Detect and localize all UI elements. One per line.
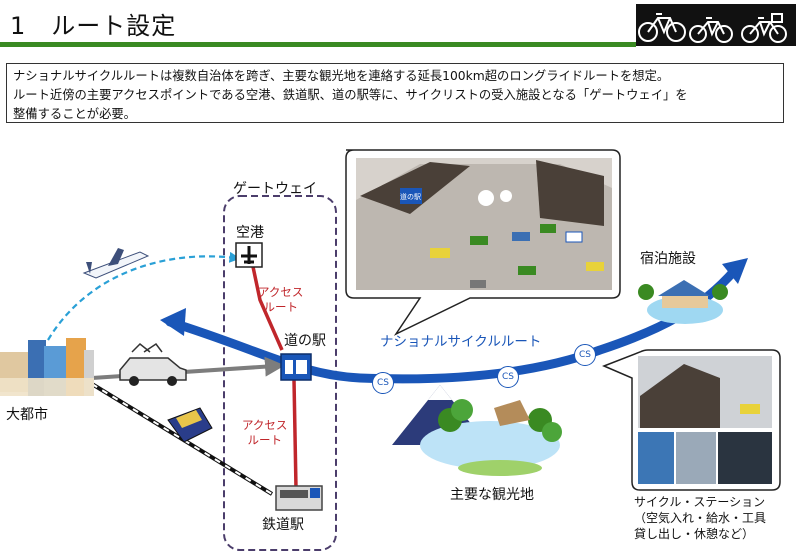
intro-text-box: ナショナルサイクルルートは複数自治体を跨ぎ、主要な観光地を連絡する延長100km…	[6, 63, 784, 123]
access-route-bottom-line	[292, 379, 298, 489]
access-route-bottom-label: アクセス ルート	[242, 418, 288, 447]
bicycles-icon	[638, 13, 787, 43]
train-icon	[167, 407, 213, 443]
gateway-callout	[345, 149, 621, 336]
page-title: 1 ルート設定	[10, 12, 177, 40]
bicycle-logo	[636, 4, 796, 46]
railway-station-icon	[275, 485, 323, 511]
city-buildings-icon	[0, 338, 94, 396]
city-to-airport-dashed	[47, 251, 241, 341]
intro-line-3: 整備することが必要。	[13, 107, 136, 121]
access-route-top-label: アクセス ルート	[258, 285, 304, 314]
intro-line-2: ルート近傍の主要アクセスポイントである空港、鉄道駅、道の駅等に、サイクリストの受…	[13, 88, 688, 102]
michinoeki-label: 道の駅	[284, 333, 326, 349]
cs-marker-2: CS	[497, 366, 519, 388]
gateway-label: ゲートウェイ	[233, 181, 317, 197]
airplane-icon	[82, 248, 150, 279]
access-route-top-line	[250, 261, 284, 351]
airport-label: 空港	[236, 225, 264, 241]
lodging-label: 宿泊施設	[640, 251, 696, 267]
route-arrow-left	[160, 308, 186, 336]
railway-station-label: 鉄道駅	[262, 517, 304, 533]
national-route-label: ナショナルサイクルルート	[380, 334, 542, 350]
michinoeki-sign-icon	[280, 353, 312, 381]
city-label: 大都市	[6, 407, 48, 423]
car-icon	[119, 342, 187, 386]
tourist-spot-label: 主要な観光地	[450, 487, 534, 503]
cycle-station-callout	[602, 349, 781, 491]
title-underline	[0, 42, 636, 47]
lodging-illustration	[638, 280, 728, 324]
cs-marker-3: CS	[574, 344, 596, 366]
cs-marker-1: CS	[372, 372, 394, 394]
tourist-spot-illustration	[392, 385, 562, 476]
sign-text: 道の駅	[400, 193, 421, 201]
intro-line-1: ナショナルサイクルルートは複数自治体を跨ぎ、主要な観光地を連絡する延長100km…	[13, 69, 670, 83]
route-arrow-right	[722, 258, 748, 284]
airport-icon	[235, 242, 263, 268]
cycle-station-caption: サイクル・ステーション （空気入れ・給水・工具 貸し出し・休憩など）	[634, 495, 767, 541]
page-header: 1 ルート設定	[0, 0, 800, 52]
